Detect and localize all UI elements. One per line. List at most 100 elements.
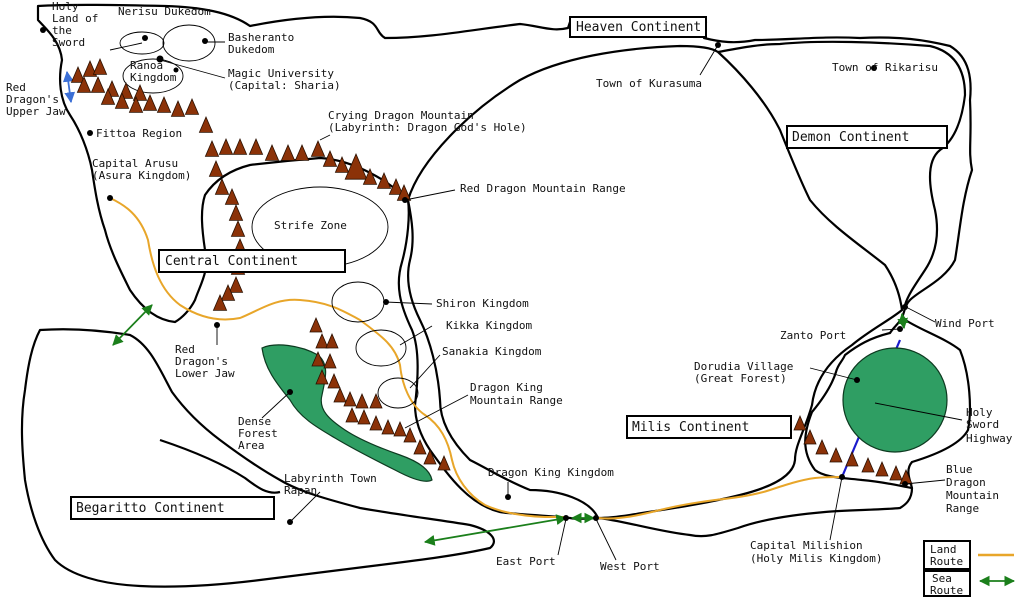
mountain-peak bbox=[423, 448, 437, 465]
mountain-peak bbox=[413, 438, 427, 455]
mountain-peak bbox=[355, 392, 369, 409]
capital-arusu-label: Capital Arusu (Asura Kingdom) bbox=[92, 157, 191, 182]
mountain-peak bbox=[315, 332, 329, 349]
sea-route-central-begaritto bbox=[112, 304, 153, 346]
great-forest-circle bbox=[842, 347, 948, 453]
mountain-peak bbox=[327, 372, 341, 389]
mountain-peak bbox=[114, 91, 130, 109]
sanakia-label: Sanakia Kingdom bbox=[442, 345, 542, 358]
mountain-peak bbox=[803, 428, 817, 445]
begaritto-continent-label: Begaritto Continent bbox=[76, 501, 225, 516]
mountain-peak bbox=[214, 177, 230, 195]
mountain-peak bbox=[333, 386, 347, 403]
mountain-peak bbox=[403, 426, 417, 443]
mountain-peak bbox=[142, 93, 158, 111]
mountain-peak bbox=[845, 450, 859, 467]
dense-forest-label: Dense Forest Area bbox=[238, 415, 284, 452]
mountain-peak bbox=[128, 95, 144, 113]
mountain-peak bbox=[76, 75, 92, 93]
ranoa-label: Ranoa Kingdom bbox=[130, 59, 177, 84]
mountain-peak bbox=[381, 418, 395, 435]
dorudia-label: Dorudia Village (Great Forest) bbox=[694, 360, 800, 385]
mountain-peak bbox=[344, 152, 368, 180]
dragon-king-mountain-range bbox=[309, 316, 451, 471]
dense-forest-shape bbox=[261, 344, 433, 482]
legend-land-label: Land Route bbox=[930, 543, 963, 568]
mountain-peak bbox=[861, 456, 875, 473]
mountain-peak bbox=[793, 414, 807, 431]
capital-milishion-label: Capital Milishion (Holy Milis Kingdom) bbox=[750, 539, 882, 565]
holy-land-label: Holy Land of the Sword bbox=[52, 0, 105, 49]
strife-zone-label: Strife Zone bbox=[274, 219, 347, 232]
mountain-peak bbox=[224, 187, 240, 205]
mountain-peak bbox=[315, 368, 329, 385]
legend-land-box bbox=[923, 540, 971, 570]
mountain-peak bbox=[323, 352, 337, 369]
east-port-label: East Port bbox=[496, 555, 556, 568]
mountain-peak bbox=[70, 65, 86, 83]
mountain-peak bbox=[325, 332, 339, 349]
labyrinth-town-label: Labyrinth Town Rapan bbox=[284, 472, 383, 497]
mountain-peak bbox=[437, 454, 451, 471]
mountain-peak bbox=[228, 203, 244, 221]
mountain-peak bbox=[334, 155, 350, 173]
central-continent-label: Central Continent bbox=[165, 254, 298, 269]
mountain-peak bbox=[829, 446, 843, 463]
mountain-peak bbox=[322, 149, 338, 167]
wind-port-label: Wind Port bbox=[935, 317, 995, 330]
mountain-peak bbox=[232, 137, 248, 155]
ranoa-circle bbox=[122, 58, 184, 94]
heaven-continent-label: Heaven Continent bbox=[576, 20, 701, 35]
leader-lines bbox=[109, 41, 963, 561]
land-route-central bbox=[109, 197, 568, 518]
mountain-peak bbox=[90, 75, 106, 93]
mountain-peak bbox=[362, 167, 378, 185]
mountain-peak bbox=[889, 464, 903, 481]
mountain-peak bbox=[310, 139, 326, 157]
red-dragon-upper-jaw-label: Red Dragon's Upper Jaw bbox=[6, 81, 66, 118]
kikka-label: Kikka Kingdom bbox=[446, 319, 532, 332]
holy-sword-highway-label: Holy Sword Highway bbox=[966, 406, 1013, 445]
mountain-peak bbox=[815, 438, 829, 455]
mountain-peak bbox=[170, 99, 186, 117]
legend-sea-box bbox=[923, 570, 971, 597]
mountain-peak bbox=[212, 293, 228, 311]
milis-continent-label: Milis Continent bbox=[632, 420, 749, 435]
milis-continent-coast bbox=[901, 317, 972, 489]
crying-dragon-label: Crying Dragon Mountain (Labyrinth: Drago… bbox=[328, 109, 527, 134]
mountain-peak bbox=[343, 390, 357, 407]
mountain-peak bbox=[208, 159, 224, 177]
mountain-peak bbox=[294, 143, 310, 161]
mountain-peak bbox=[204, 139, 220, 157]
town-rikarisu-label: Town of Rikarisu bbox=[832, 61, 938, 74]
map-legend: Land Route Sea Route bbox=[923, 540, 1016, 597]
sea-route-east-begaritto bbox=[423, 514, 568, 546]
shiron-label: Shiron Kingdom bbox=[436, 297, 529, 310]
mountain-peak bbox=[156, 95, 172, 113]
mountain-peak bbox=[100, 87, 116, 105]
mountain-peak bbox=[218, 137, 234, 155]
begaritto-continent-coast bbox=[20, 328, 495, 588]
mountain-peak bbox=[132, 83, 148, 101]
zanto-port-label: Zanto Port bbox=[780, 329, 846, 342]
mountain-peak bbox=[345, 406, 359, 423]
mountain-peak bbox=[264, 143, 280, 161]
inner-sea bbox=[406, 44, 904, 520]
mountain-peak bbox=[230, 219, 246, 237]
blue-dragon-range-label: Blue Dragon Mountain Range bbox=[946, 463, 1006, 515]
milis-continent-box bbox=[626, 415, 792, 439]
mountain-peak bbox=[393, 420, 407, 437]
mountain-peak bbox=[376, 171, 392, 189]
mountain-peak bbox=[248, 137, 264, 155]
mountain-peak bbox=[184, 97, 200, 115]
sea-route-zanto-wind bbox=[897, 312, 909, 330]
mountain-peak bbox=[309, 316, 323, 333]
place-dots bbox=[40, 27, 908, 525]
red-dragon-range-label: Red Dragon Mountain Range bbox=[460, 182, 626, 195]
heaven-continent-box bbox=[569, 16, 707, 38]
red-dragon-mountain-range bbox=[70, 57, 412, 311]
basheranto-circle bbox=[162, 24, 216, 62]
nerisu-label: Nerisu Dukedom bbox=[118, 5, 211, 18]
dragon-king-range-label: Dragon King Mountain Range bbox=[470, 381, 563, 407]
